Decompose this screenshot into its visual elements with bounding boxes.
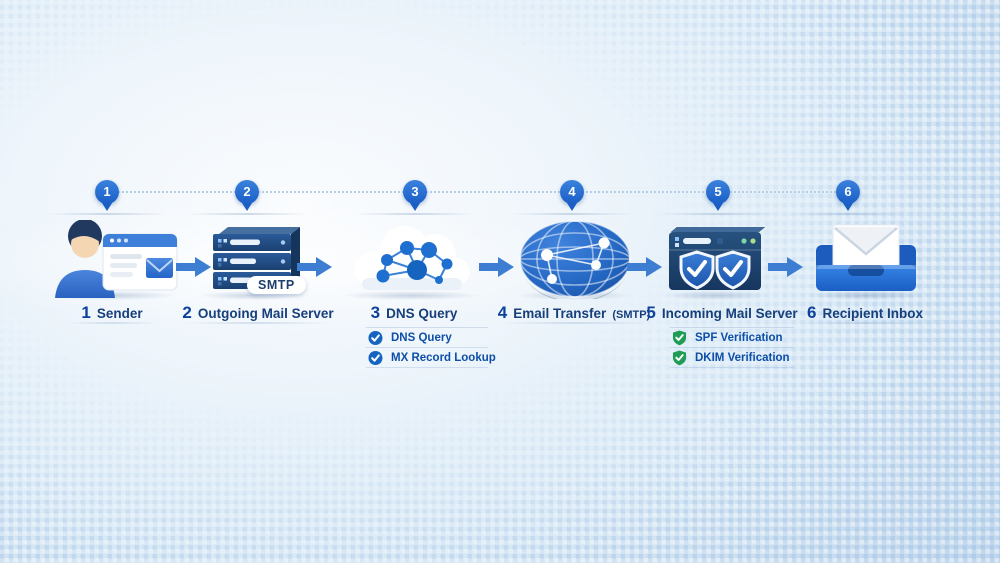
inbox-tray-envelope-icon [816,224,916,291]
label-number: 2 [182,303,192,322]
green-shield-check-icon [672,330,687,346]
blue-check-circle-icon [368,330,383,346]
label-suffix: (SMTP) [612,309,651,321]
pin-baseline [658,213,778,215]
step-pin-4: 4 [560,180,584,204]
pin-number: 3 [411,184,419,199]
pin-number: 6 [844,184,852,199]
network-nodes [376,241,453,284]
flow-arrow-5 [768,257,803,277]
blue-check-circle-icon [368,350,383,366]
server-unit [213,234,291,251]
pin-number: 4 [568,184,576,199]
server-with-shields-icon [669,227,765,290]
label-text: Recipient Inbox [822,306,923,321]
dns-checklist: DNS Query MX Record Lookup [366,327,496,368]
label-underline [800,322,930,324]
step-pin-6: 6 [836,180,860,204]
label-underline [500,322,650,324]
flow-arrow-2 [297,257,332,277]
dotted-connector-line [107,191,848,193]
envelope-icon [146,258,173,278]
icon-shadow [200,291,304,300]
server-unit [213,253,291,270]
label-number: 4 [497,303,508,322]
label-underline [183,322,333,324]
tray-notch [848,265,884,276]
label-number: 6 [807,303,817,322]
shield-check [715,250,751,290]
check-label: DKIM Verification [695,351,790,364]
flow-arrow-3 [479,257,514,277]
flow-arrow-1 [176,257,211,277]
pin-baseline [47,213,167,215]
person-with-email-window-icon [55,220,178,298]
email-window [102,233,178,291]
label-text: Email Transfer [513,306,607,321]
step-label-incoming-mail-server: 5 Incoming Mail Server [646,303,797,323]
flow-arrow-4 [627,257,662,277]
step-label-email-transfer: 4 Email Transfer (SMTP) [498,303,650,323]
shoulders [55,270,115,298]
check-item: MX Record Lookup [366,348,496,368]
step-label-dns-query: 3 DNS Query [371,303,458,323]
shield-check [679,250,715,290]
verification-checklist: SPF Verification DKIM Verification [670,327,794,368]
pin-baseline [512,213,632,215]
check-item: DKIM Verification [670,348,794,368]
green-shield-check-icon [672,350,687,366]
tray-front [816,265,916,291]
pin-number: 5 [714,184,722,199]
smtp-badge: SMTP [247,276,306,294]
label-underline [67,322,157,324]
step-pin-2: 2 [235,180,259,204]
step-label-sender: 1 Sender [81,303,142,323]
network-cloud-icon [354,226,470,290]
icon-shadow [807,291,925,300]
globe-gridlines [519,220,631,298]
step-pin-3: 3 [403,180,427,204]
check-item: DNS Query [366,328,488,348]
status-light-green [741,238,747,244]
label-number: 5 [646,303,656,322]
label-number: 3 [370,303,381,322]
pin-baseline [788,213,908,215]
step-pin-1: 1 [95,180,119,204]
globe-nodes [541,237,610,284]
status-light-green [750,238,756,244]
icon-shadow [342,291,482,300]
pin-baseline [187,213,307,215]
check-label: MX Record Lookup [391,351,496,364]
step-label-outgoing-mail-server: 2 Outgoing Mail Server [182,303,333,323]
label-text: Sender [96,306,143,321]
label-text: Incoming Mail Server [661,306,798,321]
check-label: DNS Query [391,331,452,344]
step-pin-5: 5 [706,180,730,204]
pin-number: 2 [243,184,251,199]
label-text: DNS Query [386,306,458,321]
envelope [832,224,900,272]
globe-network-icon [519,220,631,299]
pin-number: 1 [103,184,111,199]
icon-shadow [663,291,769,300]
check-item: SPF Verification [670,328,794,348]
check-label: SPF Verification [695,331,783,344]
pin-baseline [355,213,475,215]
step-label-recipient-inbox: 6 Recipient Inbox [807,303,923,323]
label-number: 1 [81,303,91,322]
label-text: Outgoing Mail Server [197,306,334,321]
